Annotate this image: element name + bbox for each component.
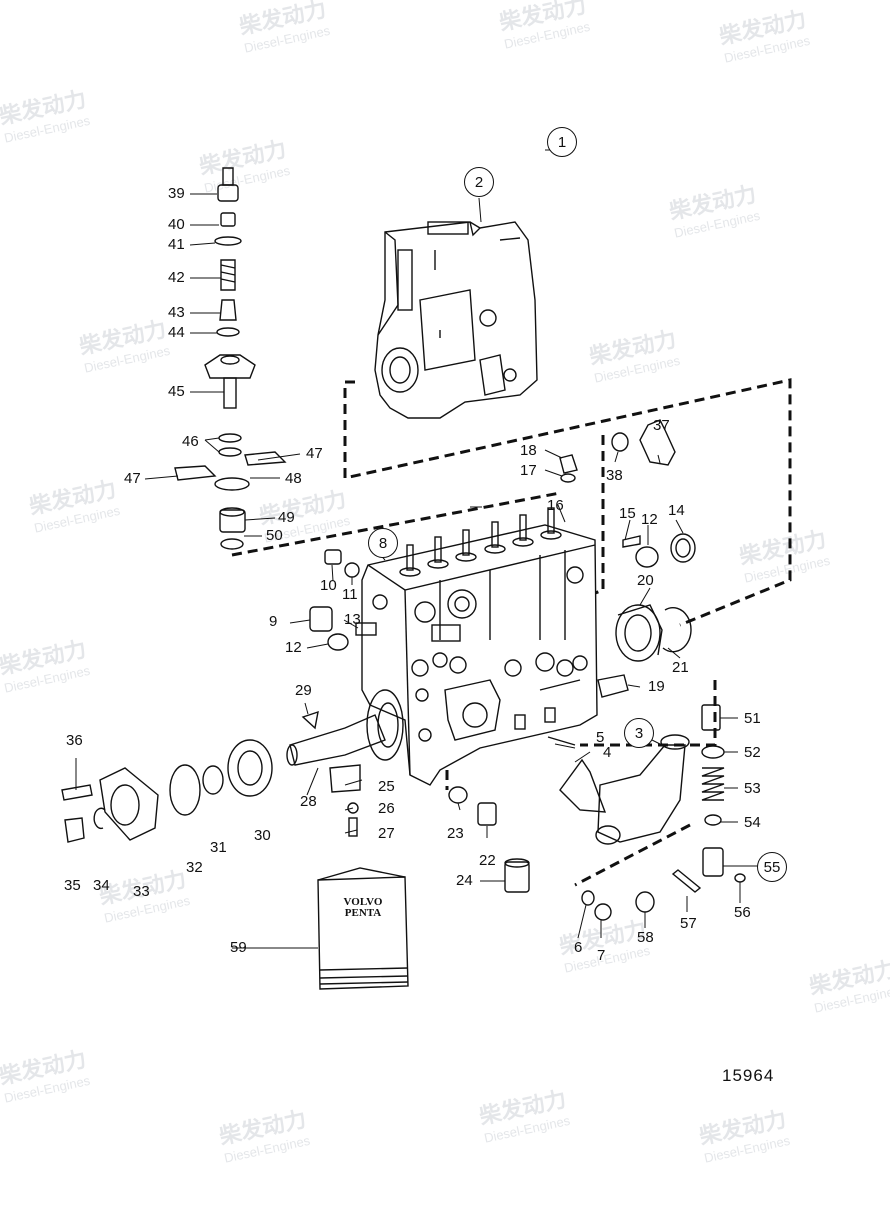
callout-20: 20	[637, 572, 654, 589]
callout-5: 5	[596, 729, 605, 746]
callout-7: 7	[597, 947, 606, 964]
callout-38: 38	[606, 467, 623, 484]
callout-57: 57	[680, 915, 697, 932]
callout-21: 21	[672, 659, 689, 676]
callout-circle-55: 55	[757, 852, 787, 882]
callout-50: 50	[266, 527, 283, 544]
callout-30: 30	[254, 827, 271, 844]
callout-49: 49	[278, 509, 295, 526]
callout-31: 31	[210, 839, 227, 856]
callout-12-right: 12	[641, 511, 658, 528]
callout-circle-1: 1	[547, 127, 577, 157]
callout-4: 4	[603, 744, 612, 761]
callout-33: 33	[133, 883, 150, 900]
callout-41: 41	[168, 236, 185, 253]
callout-12-left: 12	[285, 639, 302, 656]
callout-56: 56	[734, 904, 751, 921]
book-line-2: PENTA	[344, 907, 382, 919]
callout-16: 16	[547, 497, 564, 514]
drive-coupling-parts	[61, 710, 386, 843]
callout-19: 19	[648, 678, 665, 695]
callout-23: 23	[447, 825, 464, 842]
right-upper-parts	[597, 419, 696, 698]
callout-43: 43	[168, 304, 185, 321]
leader-lines	[75, 149, 760, 949]
callout-53: 53	[744, 780, 761, 797]
book-cover-text: VOLVO PENTA	[318, 897, 408, 919]
callout-35: 35	[64, 877, 81, 894]
callout-46: 46	[182, 433, 199, 450]
callout-24: 24	[456, 872, 473, 889]
callout-34: 34	[93, 877, 110, 894]
callout-28: 28	[300, 793, 317, 810]
callout-11: 11	[342, 586, 358, 603]
callout-25: 25	[378, 778, 395, 795]
callout-47-right: 47	[306, 445, 323, 462]
element-stubs	[399, 507, 562, 577]
callout-40: 40	[168, 216, 185, 233]
callout-circle-8: 8	[368, 528, 398, 558]
callout-26: 26	[378, 800, 395, 817]
callout-27: 27	[378, 825, 395, 842]
callout-10: 10	[320, 577, 337, 594]
callout-52: 52	[744, 744, 761, 761]
callout-39: 39	[168, 185, 185, 202]
callout-59: 59	[230, 939, 247, 956]
book-line-1: VOLVO	[343, 896, 383, 908]
callout-36: 36	[66, 732, 83, 749]
callout-circle-2: 2	[464, 167, 494, 197]
callout-6: 6	[574, 939, 583, 956]
callout-circle-3: 3	[624, 718, 654, 748]
drawing-number: 15964	[722, 1066, 775, 1085]
callout-58: 58	[637, 929, 654, 946]
callout-51: 51	[744, 710, 761, 727]
callout-45: 45	[168, 383, 185, 400]
callout-29: 29	[295, 682, 312, 699]
callout-15: 15	[619, 505, 636, 522]
callout-9: 9	[269, 613, 278, 630]
callout-17: 17	[520, 462, 537, 479]
callout-44: 44	[168, 324, 185, 341]
callout-54: 54	[744, 814, 761, 831]
callout-14: 14	[668, 502, 685, 519]
callout-42: 42	[168, 269, 185, 286]
callout-18: 18	[520, 442, 537, 459]
governor-housing	[374, 221, 538, 419]
injection-pump-body	[361, 507, 598, 786]
callout-32: 32	[186, 859, 203, 876]
callout-47-left: 47	[124, 470, 141, 487]
callout-48: 48	[285, 470, 302, 487]
callout-37: 37	[653, 417, 670, 434]
callout-22: 22	[479, 852, 496, 869]
callout-13: 13	[344, 611, 361, 628]
instruction-book	[317, 867, 409, 990]
